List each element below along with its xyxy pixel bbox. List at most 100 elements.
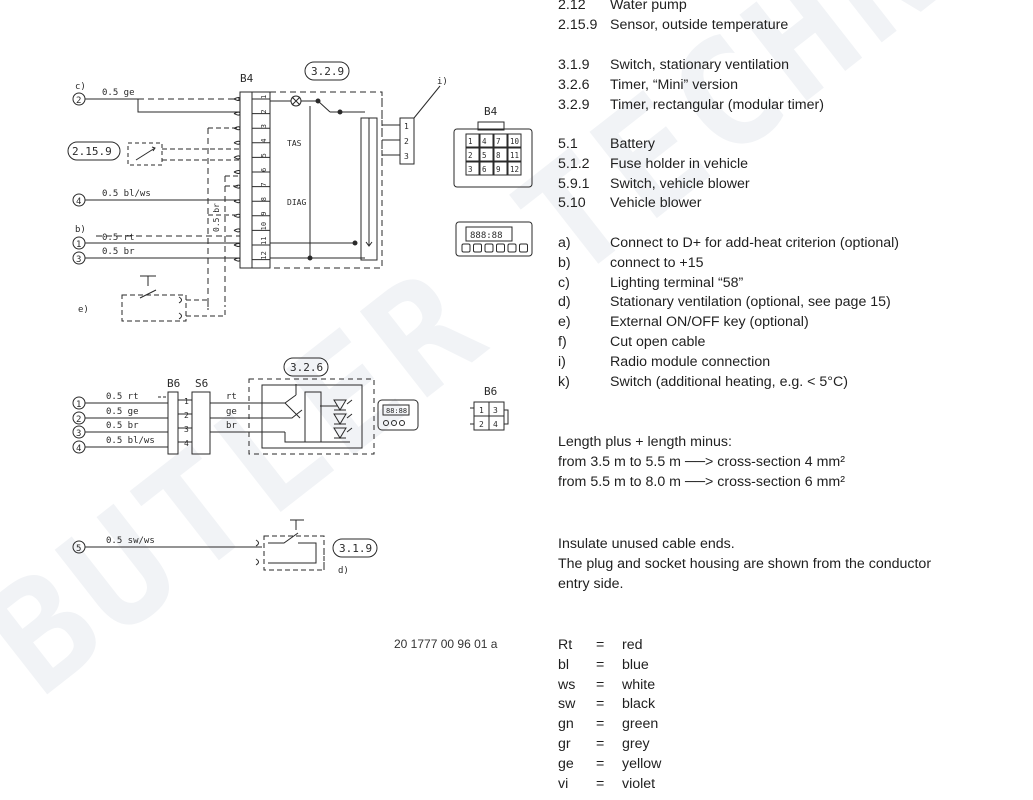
tas-label: TAS: [287, 139, 302, 148]
legend-text: Sensor, outside temperature: [610, 16, 789, 33]
color-key: Rt=red bl=blue ws=white sw=black gn=gree…: [558, 636, 661, 794]
b4-pin-number: 11: [260, 237, 268, 245]
b4-pin-contact: [233, 140, 270, 145]
b4-grid-cell: 10: [510, 137, 520, 146]
b6-label: B6: [167, 377, 180, 390]
b4-pin-contact: [233, 155, 270, 160]
b4-grid-cell-box: [479, 147, 494, 162]
b4-grid-cell: 9: [496, 165, 501, 174]
legend-code: 3.2.6: [558, 76, 590, 93]
legend-code: 5.10: [558, 195, 586, 212]
note-row: f)Cut open cable: [558, 333, 899, 353]
b4-grid-cell-box: [507, 133, 522, 148]
b4-pin-number: 1: [260, 95, 268, 99]
document-number: 20 1777 00 96 01 a: [394, 637, 498, 651]
color-key-row: ws=white: [558, 676, 661, 696]
wire-number: 5: [76, 544, 81, 554]
equals-sign: =: [596, 637, 605, 653]
timer-button: [484, 243, 494, 253]
note-row: d)Stationary ventilation (optional, see …: [558, 293, 899, 313]
legend-row: 3.1.9 Switch, stationary ventilation: [558, 56, 824, 76]
s6-pin: 4: [184, 439, 189, 448]
legend-code: 5.9.1: [558, 175, 590, 192]
b4-pin-contact: [233, 126, 270, 131]
wire-color: br: [226, 421, 237, 431]
diag-label: DIAG: [287, 198, 306, 207]
wire-letter: c): [75, 82, 86, 92]
color-name: white: [622, 676, 656, 693]
b4-grid-cell: 5: [482, 151, 487, 160]
color-name: green: [622, 716, 659, 733]
b6-grid-cell: 2: [479, 420, 484, 429]
color-abbr: vi: [558, 775, 569, 792]
color-name: blue: [622, 656, 649, 673]
equals-sign: =: [596, 716, 605, 733]
note-code: b): [558, 254, 571, 271]
equals-sign: =: [596, 656, 605, 673]
timer-button: [473, 243, 482, 253]
equals-sign: =: [596, 735, 605, 752]
equals-sign: =: [596, 755, 605, 772]
wire-number: 2: [76, 415, 81, 425]
b4-pin-number: 7: [260, 182, 268, 186]
length-note-line: Length plus + length minus:: [558, 434, 732, 450]
insulate-note-line: The plug and socket housing are shown fr…: [558, 555, 932, 572]
wire-number: 4: [76, 197, 81, 207]
color-abbr: gr: [558, 735, 571, 752]
vertical-br-label: 0.5 br: [212, 203, 221, 232]
b4-grid-cell-box: [465, 161, 480, 176]
legend-text: Switch, stationary ventilation: [610, 57, 790, 73]
b4-pin-number: 3: [260, 124, 268, 128]
color-abbr: Rt: [558, 637, 573, 653]
b4-pin-number: 12: [260, 251, 268, 259]
wire-label: 0.5 bl/ws: [106, 436, 155, 446]
b4-grid-cell: 8: [496, 151, 501, 160]
color-key-row: gn=green: [558, 715, 661, 735]
b4-pin-contact: [233, 257, 270, 262]
timer-button: [461, 243, 471, 253]
wire-color: rt: [226, 392, 237, 402]
equals-sign: =: [596, 676, 605, 693]
timer-button: [519, 243, 528, 253]
timer-button: [496, 243, 505, 253]
wire-label: 0.5 ge: [106, 407, 139, 417]
ref-2159-label: 2.15.9: [72, 145, 112, 158]
equals-sign: =: [596, 775, 605, 792]
b6-grid-cell: 3: [493, 406, 498, 415]
wire-number: 4: [76, 444, 81, 454]
length-note-line: from 3.5 m to 5.5 m ──> cross-section 4 …: [558, 453, 845, 470]
wire-letter: b): [75, 225, 86, 235]
note-text: Cut open cable: [610, 333, 706, 350]
wire-color: ge: [226, 407, 237, 417]
legend-code: 3.1.9: [558, 57, 590, 73]
note-row: b) connect to +15: [558, 254, 899, 274]
timer-button: [507, 243, 517, 253]
color-name: black: [622, 696, 656, 713]
color-key-row: bl=blue: [558, 656, 661, 676]
b4-pin-contact: [233, 111, 270, 116]
note-row: c)Lighting terminal “58”: [558, 274, 899, 294]
note-text: connect to +15: [610, 254, 704, 271]
mini-timer-display: 88:88: [386, 407, 407, 415]
legend-text: Vehicle blower: [610, 195, 702, 212]
legend-code: 2.12: [558, 0, 586, 13]
radio-pin: 3: [404, 152, 409, 161]
b4-pin-number: 2: [260, 109, 268, 113]
b4-pin-contact: [233, 170, 270, 174]
note-row: i)Radio module connection: [558, 353, 899, 373]
legend-code: 5.1: [558, 136, 578, 152]
b4-grid-cell: 3: [468, 165, 473, 174]
wire-label: 0.5 ge: [102, 88, 135, 98]
note-code: c): [558, 274, 570, 291]
b4-grid-cell-box: [507, 147, 522, 162]
b4-right-label: B4: [484, 105, 498, 118]
legend-text: Fuse holder in vehicle: [610, 155, 749, 172]
color-key-row: gr=grey: [558, 735, 661, 755]
wire-number: 2: [76, 96, 81, 106]
equals-sign: =: [596, 696, 605, 713]
b4-pin-number: 6: [260, 168, 268, 172]
